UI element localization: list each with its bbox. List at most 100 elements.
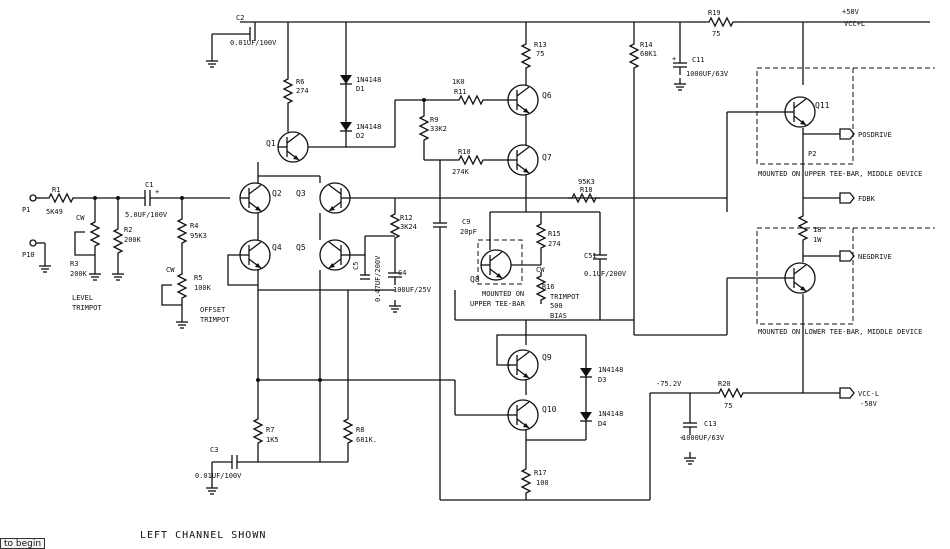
offset-trimpot-note-1: OFFSET [200,306,226,314]
c13-value: 1000UF/63V [682,434,725,442]
c11-label: C11 [692,56,705,64]
q8-transistor [480,249,512,281]
r9-label: R9 [430,116,438,124]
r12-label: R12 [400,214,413,222]
q1-label: Q1 [266,139,276,148]
q7-transistor [507,144,539,176]
d1-type: 1N4148 [356,76,381,84]
r17-label: R17 [534,469,547,477]
c51-value: 0.1UF/200V [584,270,627,278]
c13-label: C13 [704,420,717,428]
junction-dot [256,378,260,382]
c1-label: C1 [145,181,153,189]
c5-label: C5 [352,262,360,270]
lower-mount-note: MOUNTED ON LOWER TEE-BAR, MIDDLE DEVICE [758,328,922,336]
q9-transistor [507,349,539,381]
c1-polarity: + [155,188,159,196]
vcc-plus-voltage: +58V [842,8,860,16]
fdbk-label: FDBK [858,195,876,203]
q1-transistor [277,131,309,163]
r4-resistor [177,214,187,248]
left-channel-caption: LEFT CHANNEL SHOWN [140,530,266,541]
c11-polarity: + [672,55,676,63]
c2-label: C2 [236,14,244,22]
ground-symbol [111,267,125,281]
r10-resistor [454,155,488,165]
d3-type: 1N4148 [598,366,623,374]
q5-label: Q5 [296,243,306,252]
ground-symbol [673,77,687,91]
ground-symbol [38,259,52,273]
q9-label: Q9 [542,353,552,362]
q7-label: Q7 [542,153,552,162]
r3-value: 200K [70,270,88,278]
q4-base-wire [227,254,258,286]
q9-base-wire [496,334,526,366]
level-trimpot-note-1: LEVEL [72,294,93,302]
c9-label: C9 [462,218,470,226]
r13-label: R13 [534,41,547,49]
d4-diode [579,411,593,422]
r20-label: R20 [718,380,731,388]
r11-value: 1K0 [452,78,465,86]
r11-label: R11 [454,88,467,96]
r7-label: R7 [266,426,274,434]
q10-label: Q10 [542,405,557,414]
r15-resistor [536,219,546,253]
r4-label: R4 [190,222,198,230]
d4-type: 1N4148 [598,410,623,418]
r6-value: 274 [296,87,309,95]
q8-mount-note-1: MOUNTED ON [482,290,524,298]
ground-symbol [388,299,402,313]
p1-label: P1 [22,206,30,214]
q4-transistor [239,239,271,271]
d2-label: D2 [356,132,364,140]
c11-value: 1000UF/63V [686,70,729,78]
fdbk-port [839,192,855,204]
junction-dot [318,378,322,382]
r1-value: 5K49 [46,208,63,216]
q11-mount-note: MOUNTED ON UPPER TEE-BAR, MIDDLE DEVICE [758,170,922,178]
r14-label: R14 [640,41,653,49]
r9-resistor [419,111,429,145]
q10-transistor [507,399,539,431]
r16-label: R16 [542,283,555,291]
level-trimpot-note-2: TRIMPOT [72,304,102,312]
d1-label: D1 [356,85,364,93]
posdrive-label: POSDRIVE [858,131,892,139]
p1-terminal[interactable] [29,194,37,202]
posdrive-port [839,128,855,140]
c2-value: 0.01UF/100V [230,39,277,47]
r16-type: TRIMPOT [550,293,580,301]
c4-label: C4 [398,269,406,277]
d1-diode [339,74,353,85]
c3-label: C3 [210,446,218,454]
c9-value: 20pF [460,228,477,236]
r10-value: 274K [452,168,470,176]
begin-button[interactable]: to begin [0,538,46,549]
r19-resistor [704,17,738,27]
r2-resistor [113,224,123,258]
q3-transistor [319,182,351,214]
c51-label: C51 [584,252,597,260]
r18-rating: 1W [813,236,822,244]
r3-label: R3 [70,260,78,268]
q11-transistor [784,96,816,128]
c13-polarity: + [680,434,684,442]
neg-rail-voltage: -75.2V [656,380,682,388]
p10-label: P10 [22,251,35,259]
d2-diode [339,121,353,132]
r3-cw: CW [76,214,85,222]
negdrive-label: NEGDRIVE [858,253,892,261]
r16-value: 500 [550,302,563,310]
r13-resistor [521,39,531,73]
r6-resistor [283,74,293,108]
r5-trimpot [177,269,187,303]
p10-terminal[interactable] [29,239,37,247]
r3-trimpot [90,217,100,251]
c3-value: 0.01UF/100V [195,472,242,480]
ground-symbol [205,481,219,495]
vcc-minus-voltage: -58V [860,400,878,408]
r14-resistor [629,39,639,73]
